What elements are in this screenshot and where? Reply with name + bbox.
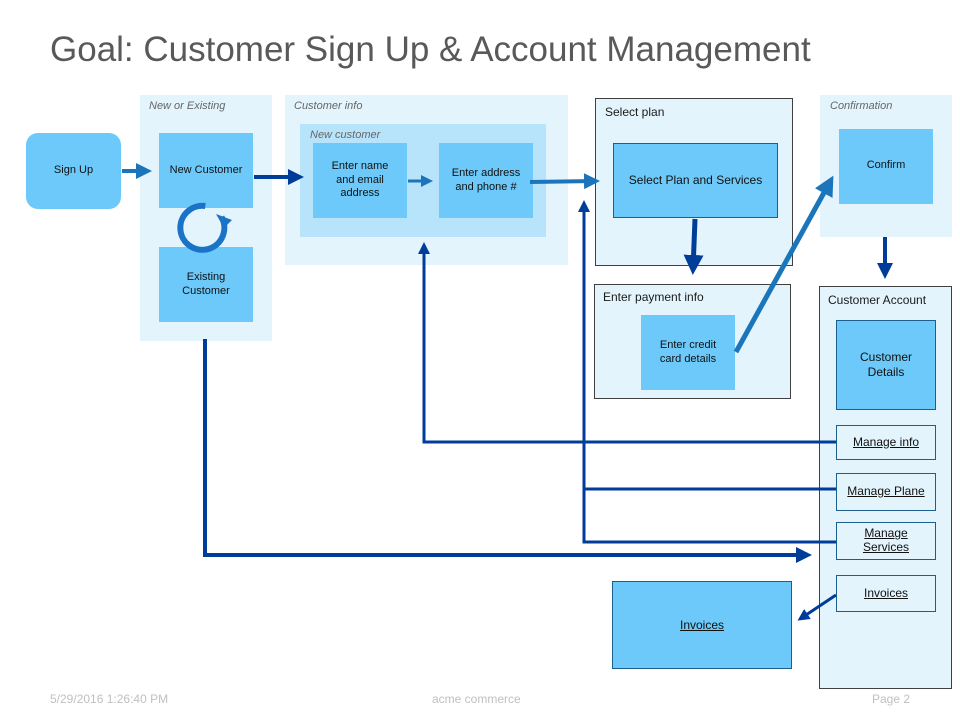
enter-address-phone-box[interactable]: Enter address and phone # (439, 143, 533, 218)
invoices-page-box[interactable]: Invoices (612, 581, 792, 669)
enter-name-email-box[interactable]: Enter name and email address (313, 143, 407, 218)
footer-timestamp: 5/29/2016 1:26:40 PM (50, 692, 169, 706)
invoices-link[interactable]: Invoices (836, 575, 936, 612)
customer-details-box: Customer Details (836, 320, 936, 410)
group-label-new-customer: New customer (310, 129, 381, 141)
footer-company: acme commerce (432, 692, 521, 706)
confirm-box[interactable]: Confirm (839, 129, 933, 204)
group-label-select-plan: Select plan (605, 105, 665, 119)
manage-plane-link[interactable]: Manage Plane (836, 473, 936, 511)
group-label-customer-info: Customer info (294, 100, 363, 112)
group-label-confirmation: Confirmation (830, 100, 893, 112)
group-label-enter-payment: Enter payment info (603, 290, 704, 304)
manage-info-link[interactable]: Manage info (836, 425, 936, 460)
new-customer-box[interactable]: New Customer (159, 133, 253, 208)
group-label-new-or-existing: New or Existing (149, 100, 226, 112)
sign-up-button[interactable]: Sign Up (26, 133, 121, 209)
select-plan-services-box[interactable]: Select Plan and Services (613, 143, 778, 218)
existing-customer-box[interactable]: Existing Customer (159, 247, 253, 322)
page-title: Goal: Customer Sign Up & Account Managem… (50, 30, 811, 69)
footer-page: Page 2 (872, 692, 911, 706)
enter-credit-card-box[interactable]: Enter credit card details (641, 315, 735, 390)
group-label-customer-account: Customer Account (828, 293, 927, 307)
manage-services-link[interactable]: Manage Services (836, 522, 936, 560)
